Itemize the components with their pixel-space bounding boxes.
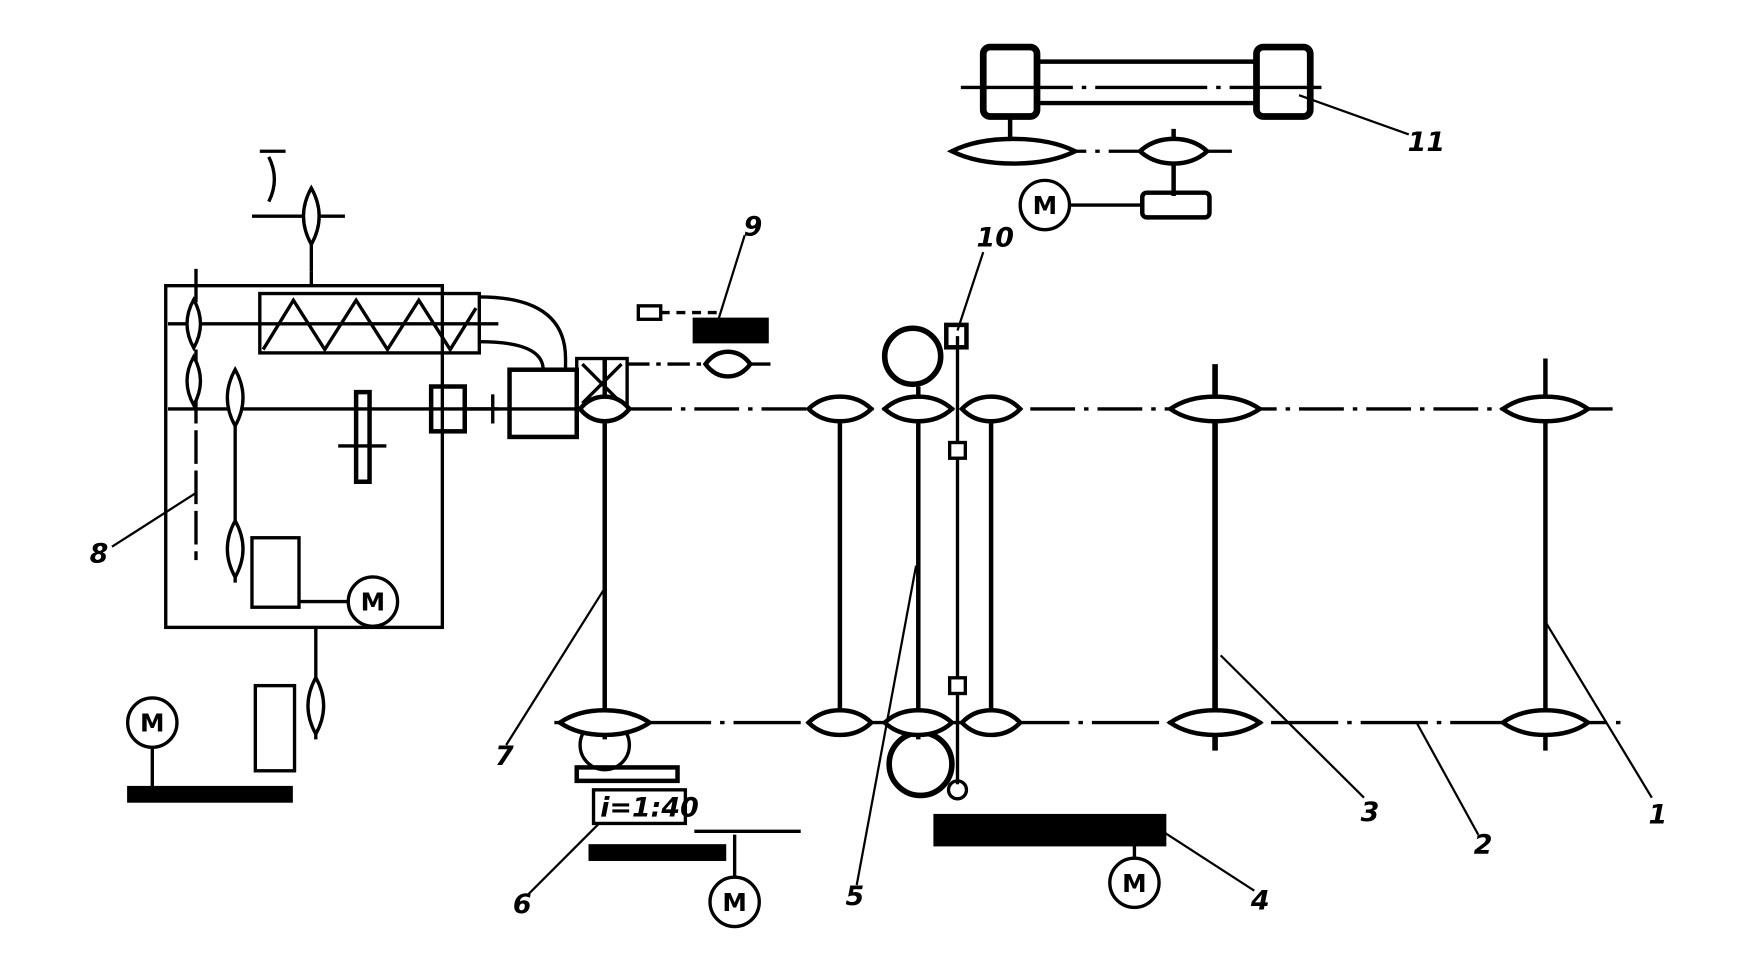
sprockets (185, 136, 1592, 738)
sprocket (185, 353, 203, 409)
sprocket (1166, 708, 1264, 738)
sprocket (702, 349, 754, 379)
sprocket (958, 708, 1024, 738)
motor-icon: M (125, 696, 179, 749)
hub (946, 779, 969, 801)
label-5: 5 (846, 881, 865, 912)
motor-icon: M (1018, 178, 1072, 232)
chute (479, 295, 568, 370)
motors: M M M M M (125, 178, 1161, 929)
motor-label: M (140, 709, 165, 738)
label-2: 2 (1474, 830, 1493, 861)
sprocket (306, 674, 326, 738)
sensor-10 (944, 322, 969, 350)
unit-9 (692, 317, 769, 344)
label-4: 4 (1250, 886, 1270, 917)
sprocket (1499, 394, 1592, 424)
carrier (947, 440, 968, 460)
label-7: 7 (495, 741, 514, 772)
worm-gear (1140, 190, 1212, 220)
motor-label: M (722, 888, 747, 917)
motor-label: M (1122, 869, 1147, 898)
unit-11-right (1253, 43, 1314, 120)
sprocket (958, 394, 1024, 424)
sprocket (1166, 394, 1264, 424)
sprocket (805, 708, 875, 738)
drive-shaft-4 (933, 813, 1167, 847)
sprocket (225, 517, 245, 581)
reducer (253, 683, 297, 773)
sprocket (946, 136, 1081, 166)
sensor (636, 304, 663, 321)
unit-8-frame (164, 284, 445, 630)
sprocket (225, 366, 245, 430)
label-3: 3 (1361, 797, 1380, 828)
sprocket (185, 296, 203, 352)
label-11: 11 (1408, 127, 1445, 158)
sprocket (577, 394, 633, 424)
label-10: 10 (977, 222, 1014, 253)
unit-11-left (979, 43, 1041, 120)
sprocket (881, 394, 956, 424)
sprocket (301, 184, 321, 248)
ratio-box (591, 788, 688, 826)
motor-icon: M (708, 875, 761, 929)
ratio-label: i=1:40 (600, 793, 699, 824)
motor-label: M (1033, 191, 1058, 220)
drum (886, 729, 955, 799)
drum (881, 325, 944, 388)
gearbox (507, 367, 579, 440)
label-9: 9 (744, 211, 763, 242)
gear (353, 389, 372, 484)
motor-label: M (361, 588, 386, 617)
sprocket (1499, 708, 1592, 738)
plate (574, 765, 680, 784)
carrier (947, 676, 968, 696)
sprocket (881, 708, 956, 738)
sprocket (1136, 136, 1211, 166)
drive-shaft (588, 844, 727, 861)
motor-icon: M (346, 575, 400, 628)
drive-shaft (127, 785, 293, 803)
motor-icon: M (1108, 856, 1161, 910)
sprocket (805, 394, 875, 424)
reducer (250, 536, 301, 609)
sprocket (555, 708, 654, 738)
label-6: 6 (513, 889, 532, 920)
label-1: 1 (1648, 799, 1667, 830)
cross (581, 362, 623, 405)
label-8: 8 (90, 538, 109, 569)
